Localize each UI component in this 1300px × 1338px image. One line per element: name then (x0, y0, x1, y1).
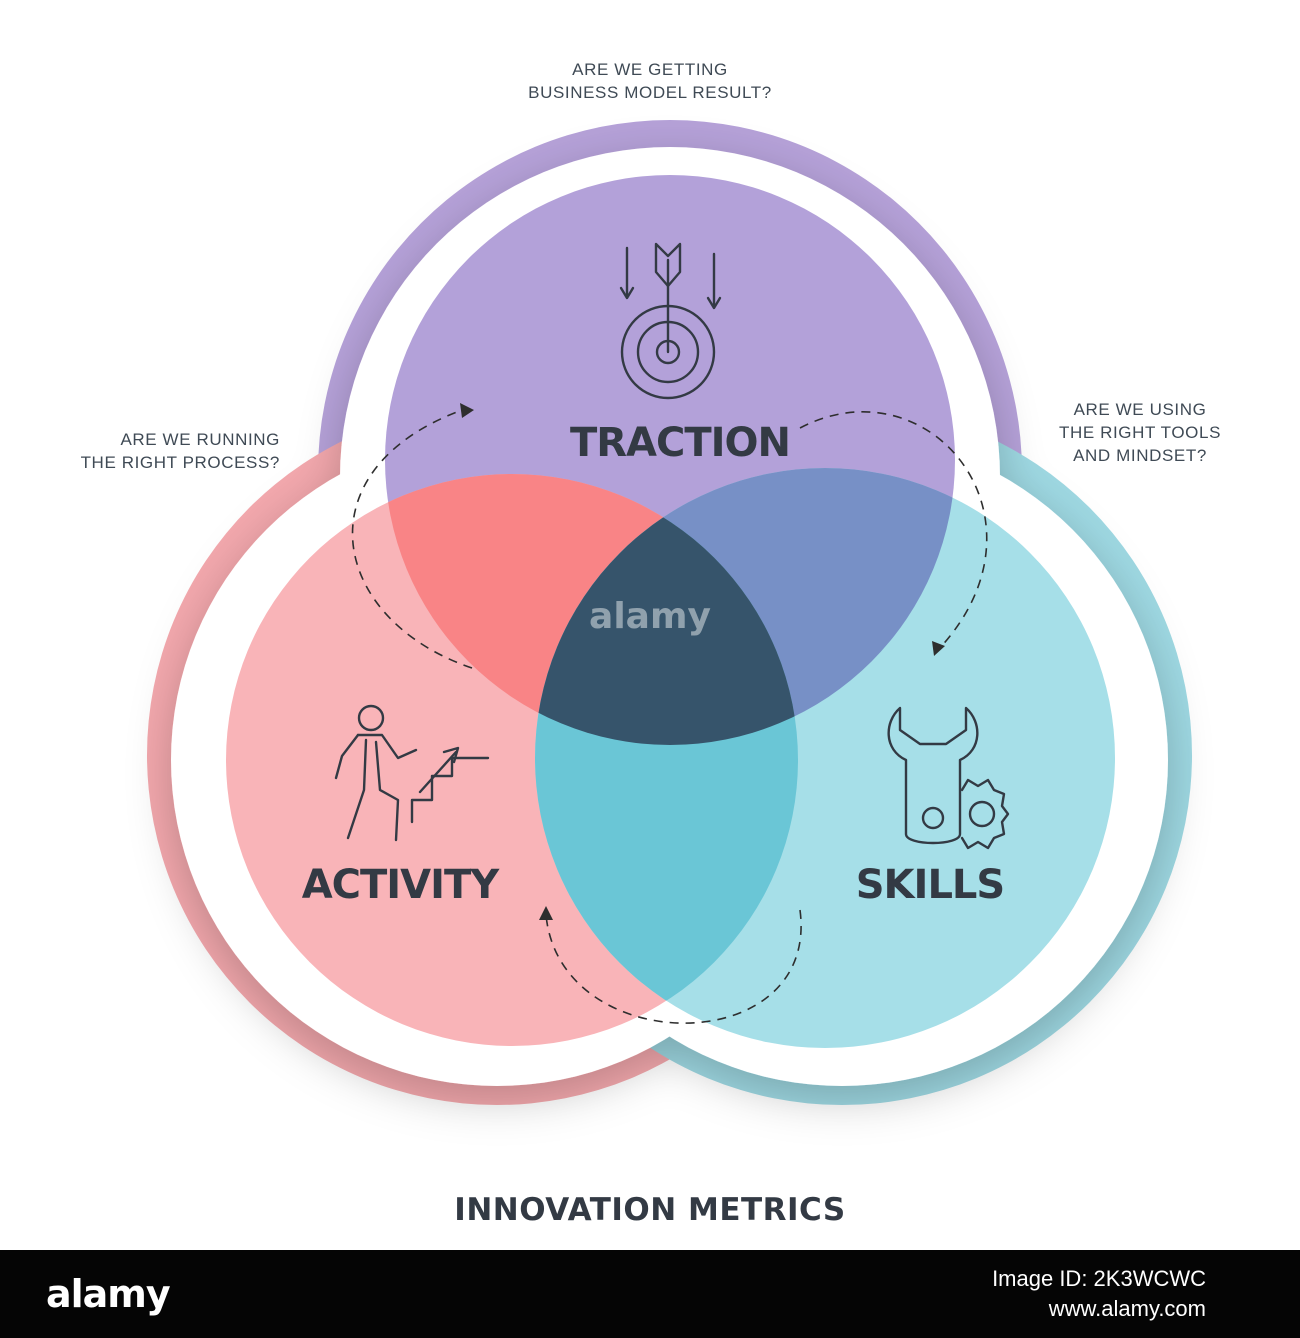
diagram-title: INNOVATION METRICS (454, 1192, 846, 1228)
dashed-arrow-top-left (351, 409, 473, 669)
arrowhead-right-icon (460, 403, 474, 418)
center-overlap (535, 468, 955, 745)
innovation-metrics-diagram: ARE WE GETTING BUSINESS MODEL RESULT? AR… (80, 60, 1222, 1228)
skills-label: SKILLS (855, 862, 1005, 908)
image-id: Image ID: 2K3WCWC (992, 1266, 1206, 1291)
watermark-text: alamy (589, 596, 711, 637)
arrowhead-down-icon (932, 641, 945, 656)
dashed-arrow-top-right (799, 411, 988, 651)
cycle-arrows (351, 409, 988, 1024)
traction-label: TRACTION (569, 420, 791, 466)
alamy-logo: alamy (46, 1272, 171, 1316)
person-climbing-stairs-icon (334, 704, 490, 842)
wrench-gear-icon (887, 706, 1010, 850)
traction-question: ARE WE GETTING BUSINESS MODEL RESULT? (528, 60, 772, 102)
dashed-arrow-bottom (545, 909, 802, 1024)
watermark-bar: alamy Image ID: 2K3WCWC www.alamy.com (0, 1250, 1300, 1338)
skills-question: ARE WE USING THE RIGHT TOOLS AND MINDSET… (1058, 400, 1222, 465)
target-arrow-icon (619, 242, 722, 400)
activity-question: ARE WE RUNNING THE RIGHT PROCESS? (80, 430, 280, 472)
arrow-heads (460, 403, 945, 920)
venn-diagram (147, 120, 1192, 1105)
activity-label: ACTIVITY (301, 862, 500, 908)
arrowhead-up-icon (539, 906, 553, 920)
site-url: www.alamy.com (1048, 1296, 1206, 1321)
